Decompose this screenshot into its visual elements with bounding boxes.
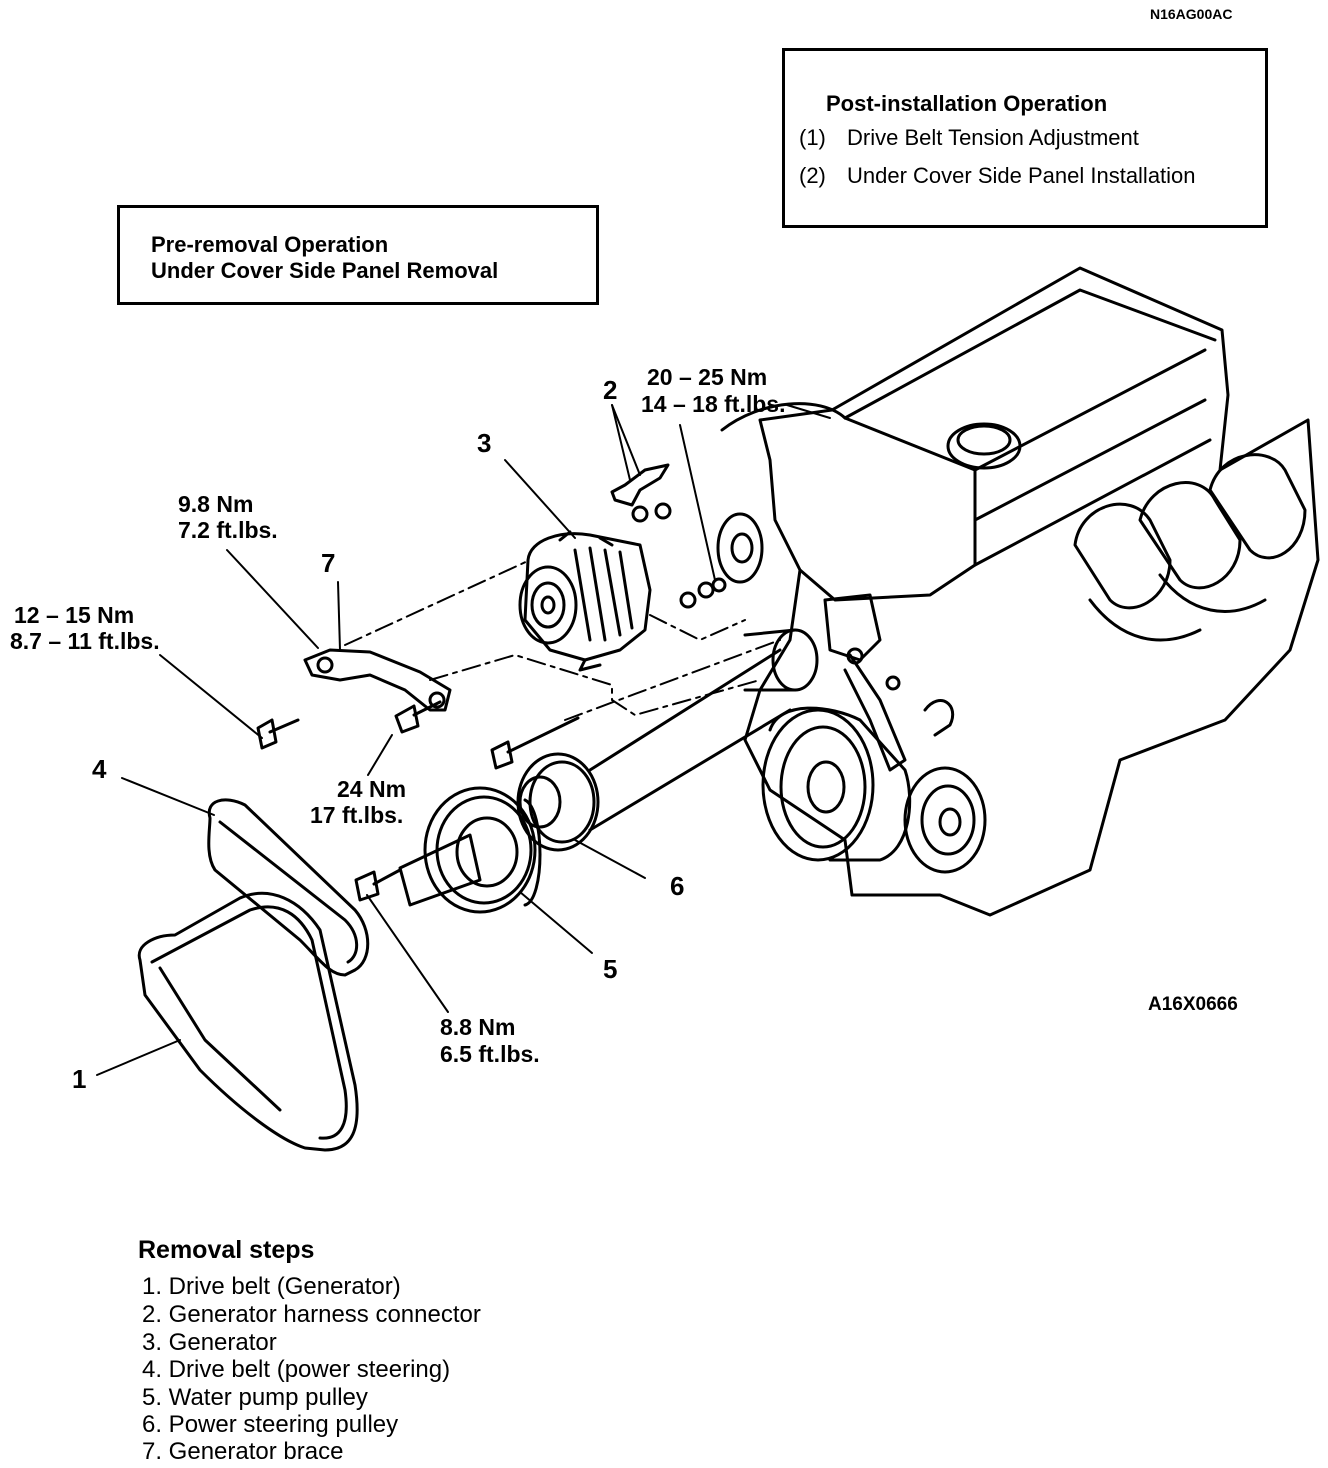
part-number-2: 2 [603, 375, 618, 405]
removal-step-2: 2. Generator harness connector [142, 1301, 481, 1328]
part-number-5: 5 [603, 954, 618, 984]
engine-block [716, 266, 1320, 917]
torque-3-nm: 12 – 15 Nm [14, 602, 135, 628]
pre-removal-box: Pre-removal Operation Under Cover Side P… [117, 205, 599, 305]
post-installation-box: Post-installation Operation (1) Drive Be… [782, 48, 1268, 228]
post-installation-title: Post-installation Operation [826, 91, 1108, 116]
post-installation-item-1-text: Drive Belt Tension Adjustment [847, 125, 1139, 150]
torque-1-nm: 20 – 25 Nm [647, 364, 768, 390]
removal-step-5: 5. Water pump pulley [142, 1384, 368, 1411]
removal-step-6: 6. Power steering pulley [142, 1411, 399, 1438]
generator-brace-drawing [303, 648, 452, 712]
harness-connector-drawing [610, 463, 727, 609]
torque-5-nm: 8.8 Nm [440, 1014, 516, 1040]
alignment-lines [344, 559, 781, 721]
part-number-7: 7 [321, 548, 336, 578]
pre-removal-title: Pre-removal Operation [151, 232, 389, 257]
torque-5-ft: 6.5 ft.lbs. [440, 1041, 540, 1067]
removal-step-4: 4. Drive belt (power steering) [142, 1356, 451, 1383]
removal-step-1: 1. Drive belt (Generator) [142, 1273, 401, 1300]
part-number-1: 1 [72, 1064, 87, 1094]
part-number-3: 3 [477, 428, 492, 458]
torque-2-ft: 7.2 ft.lbs. [178, 517, 278, 543]
document-code: N16AG00AC [1150, 6, 1233, 22]
part-number-4: 4 [92, 754, 107, 784]
post-installation-item-1-num: (1) [799, 125, 826, 150]
post-installation-item-2-num: (2) [799, 163, 826, 188]
torque-3-ft: 8.7 – 11 ft.lbs. [10, 628, 160, 654]
removal-step-7: 7. Generator brace [142, 1438, 344, 1465]
torque-1-ft: 14 – 18 ft.lbs. [641, 391, 786, 417]
leader-lines [96, 404, 831, 1076]
post-installation-item-2-text: Under Cover Side Panel Installation [847, 163, 1196, 188]
torque-4-nm: 24 Nm [337, 776, 407, 802]
generator-drawing [518, 530, 652, 672]
removal-steps-title: Removal steps [138, 1236, 315, 1264]
torque-4-ft: 17 ft.lbs. [310, 802, 404, 828]
bolts-drawing [256, 700, 580, 902]
pre-removal-text: Under Cover Side Panel Removal [151, 258, 499, 283]
torque-2-nm: 9.8 Nm [178, 491, 254, 517]
power-steering-pulley-drawing [516, 648, 792, 852]
removal-step-3: 3. Generator [142, 1329, 277, 1356]
figure-code: A16X0666 [1148, 994, 1238, 1015]
drive-belts-drawing [137, 798, 370, 1152]
part-number-6: 6 [670, 871, 685, 901]
